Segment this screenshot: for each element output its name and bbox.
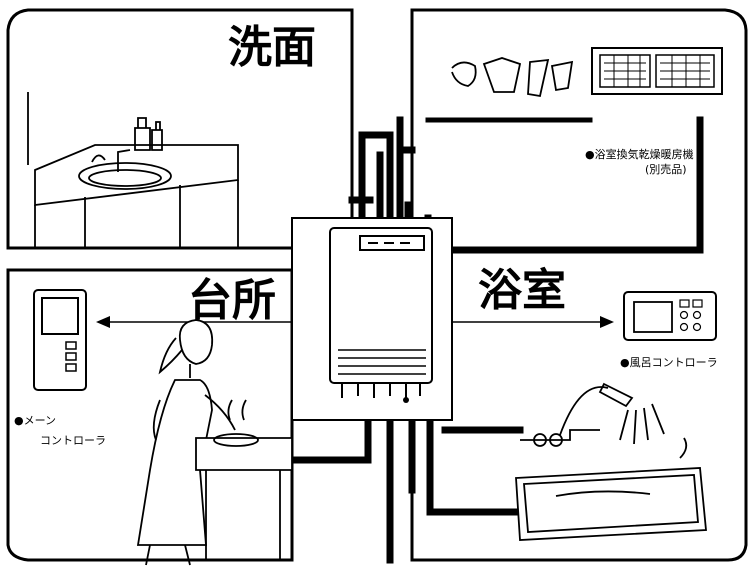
- arrow-to-bathroom: [452, 316, 614, 328]
- washbasin-illustration: [27, 92, 239, 248]
- main-controller-device: [33, 289, 87, 391]
- bath-controller-label: ●風呂コントローラ: [620, 356, 718, 369]
- main-controller-label-line2: コントローラ: [40, 434, 106, 447]
- bath-dryer-device: [591, 47, 723, 95]
- shower-and-bathtub-illustration: [515, 382, 707, 541]
- bath-controller-device: [623, 291, 717, 341]
- bathroom-panel: [410, 8, 748, 562]
- clothes-drying-illustration: [451, 57, 574, 98]
- washroom-title: 洗面: [228, 22, 316, 73]
- kitchen-panel: [6, 268, 294, 562]
- water-heater: [291, 217, 453, 421]
- kitchen-title: 台所: [188, 275, 276, 326]
- bath-dryer-label-line1: ●浴室換気乾燥暖房機: [585, 147, 694, 161]
- washroom-panel: [6, 8, 354, 250]
- main-controller-label-line1: ●メーン: [14, 414, 56, 427]
- person-cooking-illustration: [136, 319, 236, 566]
- bath-dryer-label-line2: (別売品): [645, 163, 687, 176]
- bathroom-title: 浴室: [478, 265, 566, 316]
- kitchen-sink-illustration: [195, 399, 293, 560]
